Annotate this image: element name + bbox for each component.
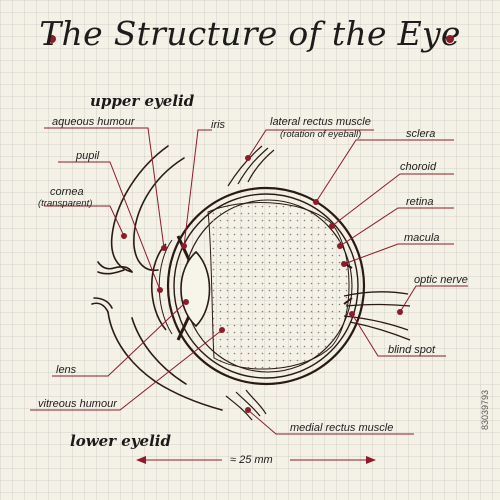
label-retina: retina — [406, 196, 434, 208]
pointer-lines — [30, 127, 468, 464]
stock-id-watermark: 83039793 — [480, 390, 490, 431]
pointer-dots — [121, 155, 403, 413]
lateral-rectus-muscle — [227, 145, 275, 187]
diagram-title: The Structure of the Eye — [39, 14, 461, 53]
label-iris: iris — [211, 119, 226, 131]
upper-eyelid-label: upper eyelid — [90, 92, 195, 110]
label-cornea-note: (transparent) — [38, 198, 93, 209]
title-bullet-left — [48, 35, 56, 43]
label-aqueous-humour: aqueous humour — [52, 116, 135, 128]
label-pupil: pupil — [76, 150, 100, 162]
label-vitreous-humour: vitreous humour — [38, 398, 117, 410]
label-sclera: sclera — [406, 128, 436, 140]
label-lateral-rectus: lateral rectus muscle — [270, 116, 371, 128]
label-lens: lens — [56, 364, 77, 376]
label-lateral-rectus-note: (rotation of eyeball) — [280, 129, 362, 140]
lower-eyelid-label: lower eyelid — [70, 432, 171, 450]
upper-eyelid — [97, 145, 185, 275]
lens — [180, 250, 211, 328]
label-medial-rectus: medial rectus muscle — [290, 422, 394, 434]
title-bullet-right — [446, 35, 454, 43]
medial-rectus-muscle — [225, 389, 267, 421]
label-macula: macula — [404, 232, 440, 244]
cornea — [151, 243, 167, 331]
label-blind-spot: blind spot — [388, 344, 436, 356]
label-choroid: choroid — [400, 161, 437, 173]
scale-label: ≈ 25 mm — [230, 454, 273, 466]
vitreous-body — [207, 202, 350, 370]
label-cornea: cornea — [50, 186, 84, 198]
label-optic-nerve: optic nerve — [414, 274, 468, 286]
